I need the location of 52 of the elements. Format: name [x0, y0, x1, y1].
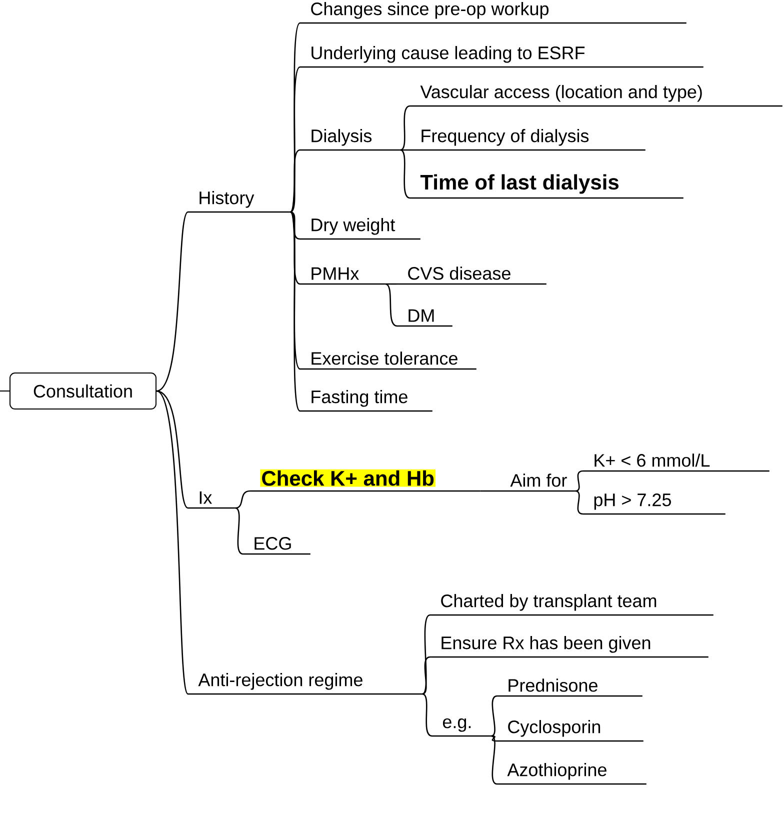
branch-line: [290, 149, 300, 213]
branch-line: [290, 212, 301, 412]
branch-line: [156, 390, 188, 508]
branch-line: [400, 149, 410, 199]
branch-line: [422, 693, 432, 737]
branch-line: [491, 735, 498, 742]
branch-line: [385, 283, 397, 285]
branch-topic: DM: [397, 309, 452, 327]
branch-topic: Cyclosporin: [497, 720, 644, 742]
branch-topic: Dry weight: [300, 218, 420, 240]
branch-topic: Dialysis: [300, 129, 400, 151]
root-topic-box: Consultation: [0, 372, 156, 410]
branch-topic: Ix: [188, 491, 236, 509]
branch-line: [156, 212, 189, 392]
branch-topic: pH > 7.25: [583, 494, 726, 515]
branch-topic: Aim for: [500, 474, 576, 492]
branch-line: [235, 490, 250, 509]
branch-topic: Frequency of dialysis: [410, 129, 646, 151]
branch-topic: Prednisone: [497, 678, 642, 697]
branch-topic: Vascular access (location and type): [410, 85, 782, 107]
branch-line: [290, 211, 300, 240]
branch-line: [575, 470, 584, 492]
branch-topic: Underlying cause leading to ESRF: [300, 46, 704, 68]
branch-line: [290, 22, 301, 212]
branch-topic: PMHx: [300, 267, 386, 285]
branch-line: [422, 656, 430, 695]
branch-topic: Check K+ and Hb: [250, 469, 480, 492]
branch-topic: Fasting time: [300, 390, 432, 412]
branch-topic: Anti-rejection regime: [188, 673, 422, 695]
branch-line: [385, 283, 398, 327]
branch-topic: Exercise tolerance: [300, 352, 476, 370]
branch-line: [235, 507, 244, 555]
branch-topic: e.g.: [432, 718, 492, 737]
branch-line: [480, 490, 500, 492]
branch-line: [422, 614, 430, 695]
branch-line: [290, 211, 300, 285]
branch-line: [290, 66, 300, 212]
branch-line: [575, 490, 584, 515]
branch-line: [491, 695, 498, 737]
branch-topic: Ensure Rx has been given: [430, 636, 708, 658]
branch-topic: Charted by transplant team: [430, 594, 714, 616]
branch-topic: CVS disease: [397, 266, 546, 285]
branch-topic: K+ < 6 mmol/L: [583, 454, 770, 472]
branch-topic: Time of last dialysis: [410, 174, 684, 199]
branch-line: [156, 390, 189, 694]
branch-line: [400, 105, 410, 151]
branch-topic: Changes since pre-op workup: [300, 2, 686, 24]
branch-topic: Azothioprine: [497, 763, 646, 785]
branch-topic: History: [188, 191, 290, 213]
branch-line: [400, 149, 410, 151]
branch-topic: ECG: [243, 537, 310, 555]
branch-line: [491, 735, 498, 785]
